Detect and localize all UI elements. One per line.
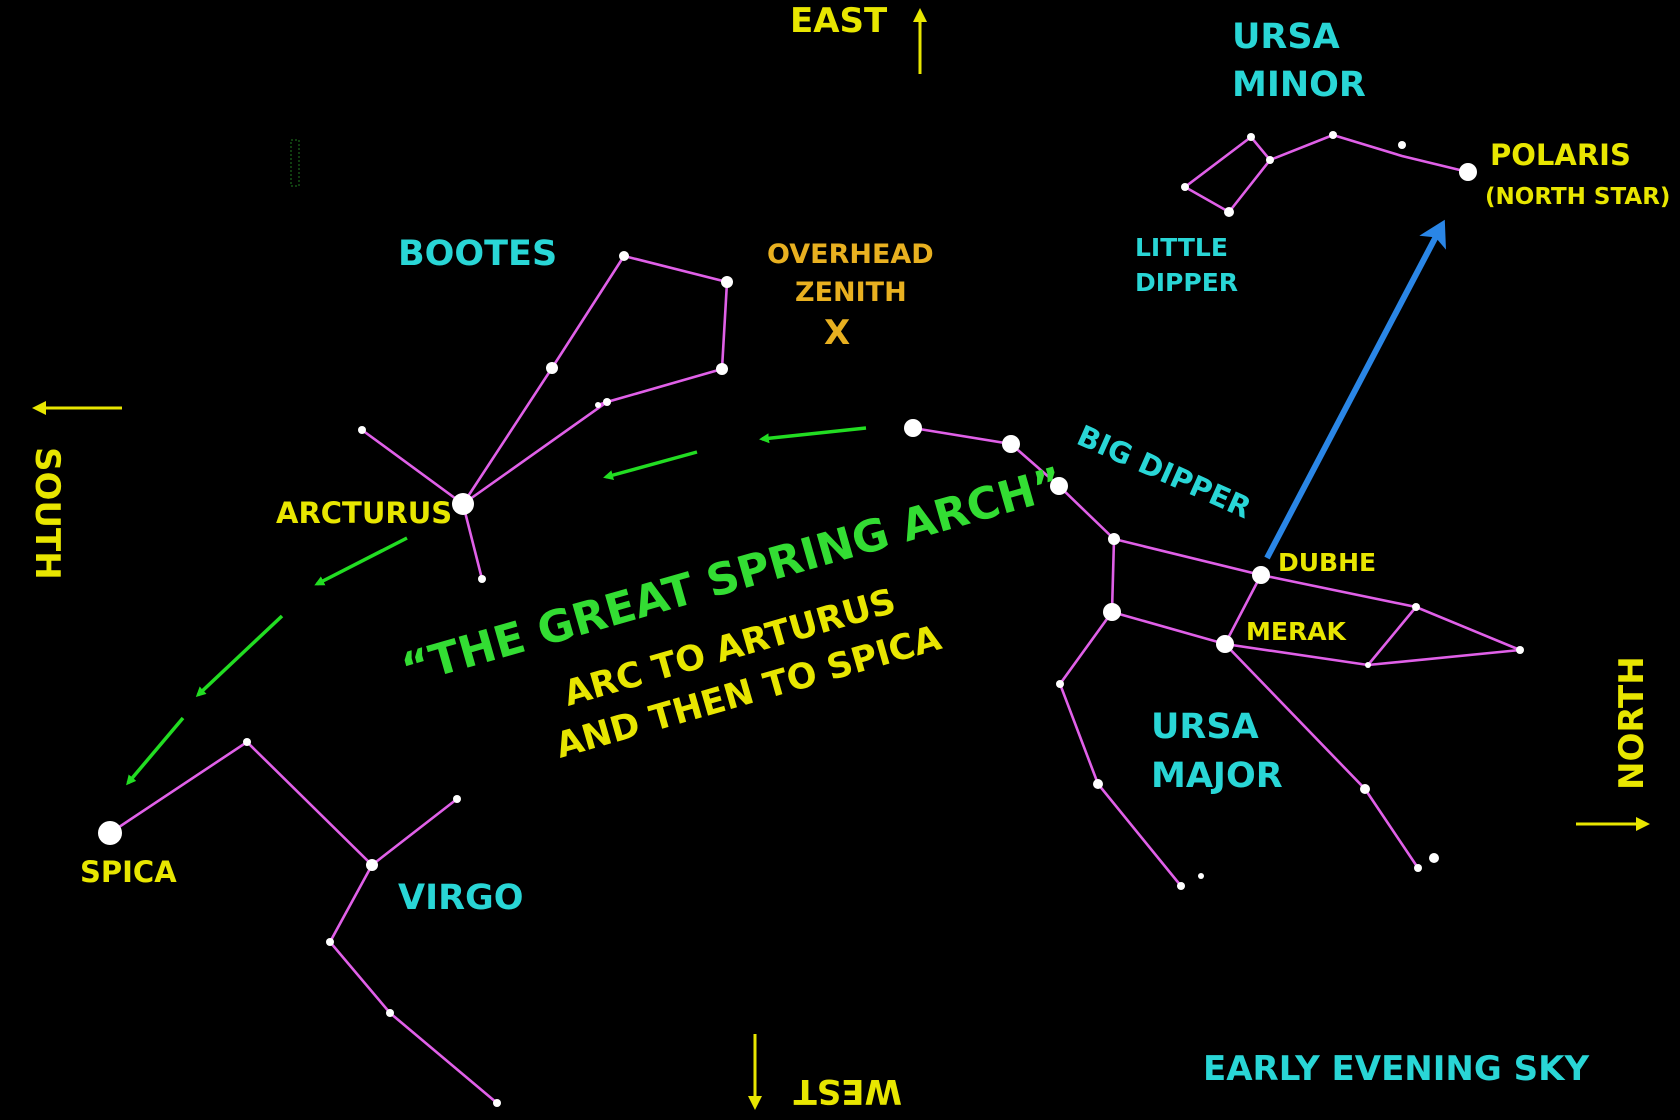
little-dipper-figure xyxy=(1181,131,1477,217)
star xyxy=(1414,864,1422,872)
star xyxy=(1516,646,1524,654)
star xyxy=(1056,680,1064,688)
star xyxy=(904,419,922,437)
star-dubhe xyxy=(1252,566,1270,584)
label-polaris-note: (NORTH STAR) xyxy=(1485,184,1670,210)
label-ursa-major-1: URSA xyxy=(1151,707,1259,747)
star xyxy=(1224,207,1234,217)
label-dubhe: DUBHE xyxy=(1278,548,1376,577)
star xyxy=(721,276,733,288)
label-spica: SPICA xyxy=(80,855,177,889)
label-zenith-1: OVERHEAD xyxy=(767,239,934,270)
arch-arrow xyxy=(314,536,408,586)
label-south: SOUTH xyxy=(27,447,67,580)
pointer-arrow-to-polaris xyxy=(1264,219,1446,560)
label-ursa-minor-2: MINOR xyxy=(1232,65,1366,105)
label-north: NORTH xyxy=(1612,656,1652,790)
label-zenith-2: ZENITH xyxy=(795,277,907,308)
label-merak: MERAK xyxy=(1246,617,1348,646)
big-dipper-lines xyxy=(912,426,1263,646)
star xyxy=(1093,779,1103,789)
star xyxy=(1108,533,1120,545)
arch-arrow xyxy=(603,450,698,480)
star xyxy=(1398,141,1406,149)
faint-marker xyxy=(290,139,300,187)
star xyxy=(358,426,366,434)
ursa-major-lines xyxy=(1366,606,1418,666)
star xyxy=(453,795,461,803)
caption-early-evening-sky: EARLY EVENING SKY xyxy=(1203,1049,1589,1089)
star xyxy=(386,1009,394,1017)
bootes-figure xyxy=(358,251,733,583)
label-little-dipper-1: LITTLE xyxy=(1135,233,1228,262)
ursa-major-figure xyxy=(904,419,1524,890)
label-east: EAST xyxy=(790,1,888,41)
star xyxy=(1412,603,1420,611)
label-virgo: VIRGO xyxy=(398,878,524,918)
star xyxy=(1177,882,1185,890)
star xyxy=(1266,156,1274,164)
virgo-figure xyxy=(98,738,501,1107)
label-ursa-minor-1: URSA xyxy=(1232,17,1340,57)
star-polaris xyxy=(1459,163,1477,181)
star xyxy=(1198,873,1204,879)
little-dipper-lines xyxy=(1182,133,1469,214)
zenith-marker: X xyxy=(824,313,850,353)
star xyxy=(493,1099,501,1107)
star xyxy=(1247,133,1255,141)
star xyxy=(478,575,486,583)
label-polaris: POLARIS xyxy=(1490,138,1631,172)
arch-arrow xyxy=(195,614,284,698)
great-spring-arch-arrows xyxy=(126,426,867,786)
arch-arrow xyxy=(759,426,867,444)
star xyxy=(1103,603,1121,621)
star xyxy=(1050,477,1068,495)
star xyxy=(1429,853,1439,863)
star xyxy=(603,398,611,406)
label-bootes: BOOTES xyxy=(398,234,557,274)
ursa-major-lines xyxy=(1058,611,1183,887)
arch-arrow xyxy=(126,716,185,786)
star xyxy=(595,402,601,408)
label-ursa-major-2: MAJOR xyxy=(1151,756,1283,796)
star-spica xyxy=(98,821,122,845)
direction-arrows xyxy=(32,8,1650,1110)
star xyxy=(1365,662,1371,668)
star xyxy=(326,938,334,946)
label-arcturus: ARCTURUS xyxy=(276,496,452,530)
virgo-lines xyxy=(328,864,498,1104)
star xyxy=(243,738,251,746)
star xyxy=(1181,183,1189,191)
label-little-dipper-2: DIPPER xyxy=(1135,268,1238,297)
virgo-lines xyxy=(109,740,458,867)
star xyxy=(1329,131,1337,139)
star xyxy=(546,362,558,374)
star xyxy=(1002,435,1020,453)
star-arcturus xyxy=(452,493,474,515)
star xyxy=(619,251,629,261)
star xyxy=(366,859,378,871)
star xyxy=(716,363,728,375)
star xyxy=(1360,784,1370,794)
star-merak xyxy=(1216,635,1234,653)
label-west: WEST xyxy=(793,1071,902,1111)
